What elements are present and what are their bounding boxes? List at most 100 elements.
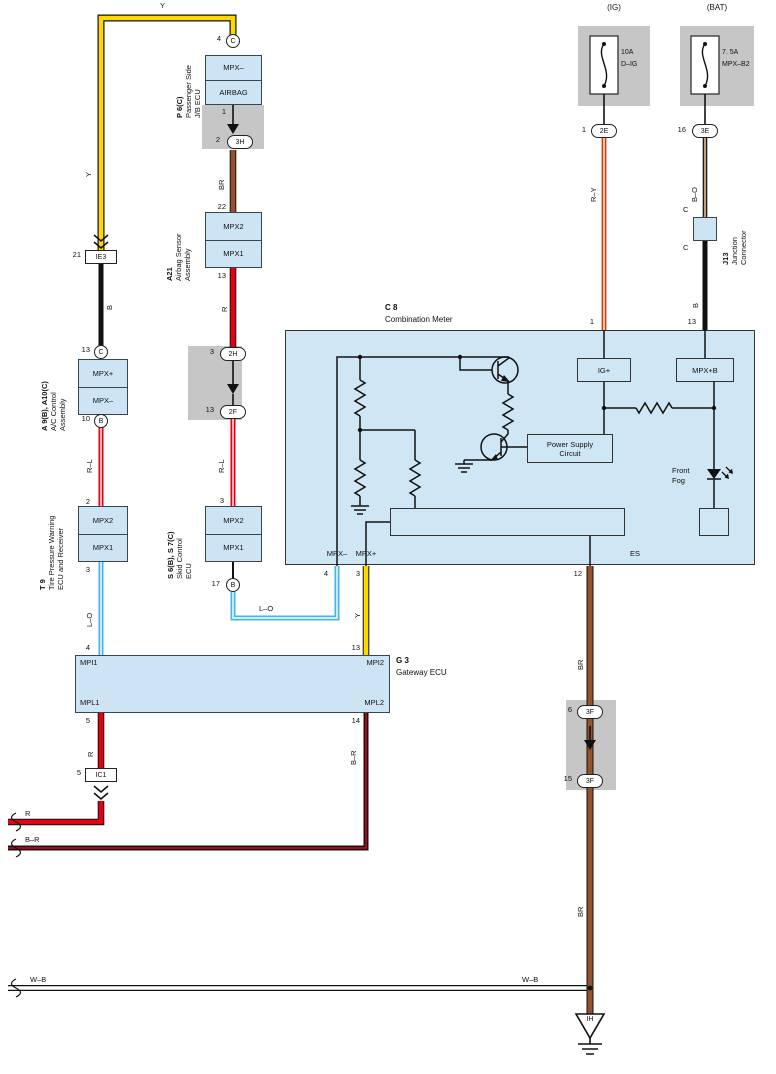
ih-ground-label: IH (586, 1016, 594, 1023)
gateway-port-mpl1: MPL1 (80, 698, 100, 707)
connector-b-skid: B (226, 578, 240, 592)
wire-label-rl-srs: R–L (217, 459, 226, 473)
c8-q1-arrowhead (501, 375, 510, 382)
pin-3h: 2 (215, 135, 220, 144)
c8-led-icon (707, 469, 721, 479)
p6-port-airbag: AIRBAG (206, 79, 261, 105)
j13-name1: Junction (730, 237, 739, 265)
wire-y (98, 15, 236, 250)
bat-fuse-element-icon (701, 43, 709, 87)
c8-res3-icon (408, 459, 422, 497)
p6-arrow-icon (227, 124, 239, 134)
ig-fuse-terminal-top (602, 42, 606, 46)
c8-q2-arrowhead (490, 454, 498, 461)
wire-label-y-top: Y (160, 1, 166, 10)
meter-bus-box (390, 508, 625, 536)
ih-ground-bars-icon (578, 1043, 602, 1055)
pin-meter-ig: 1 (589, 317, 594, 326)
ic1-chevron-icon (93, 785, 109, 801)
wire-label-bo: B–O (690, 186, 699, 202)
connector-3e: 3E (692, 124, 718, 138)
p6-code: P 6(C) (175, 96, 184, 118)
t9-port-mpx1: MPX1 (79, 533, 127, 562)
pin-meter-mpx-minus: 4 (323, 569, 328, 578)
pin-skid-bottom: 17 (211, 579, 220, 588)
j13-junction-connector-block (693, 217, 717, 241)
c8-mpx-minus-rail (336, 356, 509, 566)
wire-label-br-srs: BR (217, 179, 226, 190)
wire-label-br-bottom: B–R (25, 835, 40, 844)
pin-p6-top: 4 (216, 34, 221, 43)
skid-port-mpx1: MPX1 (206, 533, 261, 562)
wire-label-wb-left: W–B (30, 975, 47, 984)
wire-label-b-j13: B (691, 302, 700, 308)
pin-2f: 13 (205, 405, 214, 414)
pin-ic1: 5 (76, 768, 81, 777)
wire-lo-skid-stripe (232, 566, 338, 619)
pin-t9-bottom: 3 (85, 565, 90, 574)
p6-label: P 6(C) Passenger Side J/B ECU (175, 65, 202, 118)
wire-label-ry: R–Y (589, 187, 598, 202)
connector-3h: 3H (227, 135, 253, 149)
pin-gateway-mpl1: 5 (85, 716, 90, 725)
skid-code: S 6(B), S 7(C) (166, 531, 175, 579)
squiggle-br-icon (10, 838, 22, 858)
c8-res4-icon (501, 393, 515, 431)
wire-label-r-gw: R (86, 751, 95, 757)
wire-label-lo-skid: L–O (259, 604, 274, 613)
t9-name1: Tire Pressure Warning (47, 515, 56, 590)
pin-meter-b: 13 (687, 317, 696, 326)
p6-name2: J/B ECU (193, 89, 202, 118)
ig-fuse-element-icon (600, 43, 608, 87)
a21-airbag-sensor-block: MPX2 MPX1 (205, 212, 262, 268)
c8-res4-q2-lead (500, 430, 509, 443)
meter-port-mpx-minus: MPX– (326, 549, 348, 558)
ac-label: A 9(B), A10(C) A/C Control Assembly (40, 381, 67, 431)
pin-t9-top: 2 (85, 497, 90, 506)
a21-code: A21 (165, 267, 174, 281)
junction-dot-5 (711, 405, 717, 411)
j13-label: J13 Junction Connector (721, 230, 748, 265)
wire-label-rl-left: R–L (85, 459, 94, 473)
pin-ac-top: 13 (81, 345, 90, 354)
wire-label-y-meter: Y (353, 612, 362, 618)
wire-label-lo-left: L–O (85, 612, 94, 627)
bat-fuse-rating: 7. 5A (722, 49, 739, 56)
connector-c-p6: C (226, 34, 240, 48)
connector-ie3: IE3 (85, 250, 117, 264)
c8-gnd2-icon (455, 463, 473, 473)
squiggle-r-icon (10, 812, 22, 832)
connector-2e: 2E (591, 124, 617, 138)
a21-port-mpx2: MPX2 (223, 221, 244, 231)
connector-2f: 2F (220, 405, 246, 419)
ac-name1: A/C Control (49, 392, 58, 431)
a21-label: A21 Airbag Sensor Assembly (165, 233, 192, 281)
ih-ground-triangle-icon (574, 1013, 606, 1040)
pin-a21-bottom: 13 (217, 271, 226, 280)
meter-power-supply-text: Power Supply Circuit (547, 440, 593, 458)
c8-res1-icon (353, 379, 367, 417)
a21-name1: Airbag Sensor (174, 233, 183, 281)
meter-psc-line1: Power Supply (546, 439, 594, 449)
meter-small-box (699, 508, 729, 536)
wire-label-y-side: Y (84, 171, 93, 177)
meter-power-supply-box: Power Supply Circuit (527, 434, 613, 463)
a21-port-mpx1: MPX1 (206, 239, 261, 268)
gateway-port-mpi1: MPI1 (80, 658, 98, 667)
pin-meter-es: 12 (573, 569, 582, 578)
pin-gateway-mpi1: 4 (85, 643, 90, 652)
c8-led-arrowhead2 (728, 468, 733, 474)
junction-dot-wb (587, 985, 593, 991)
ac-control-block: MPX+ MPX– (78, 359, 128, 415)
ig-heading: (IG) (607, 3, 621, 12)
t9-port-mpx2: MPX2 (92, 515, 114, 525)
wire-label-wb-right: W–B (522, 975, 539, 984)
bat-fuse-terminal-top (703, 42, 707, 46)
ig-fuse-name: D–IG (621, 61, 638, 68)
wire-br-gw (8, 713, 369, 851)
wire-label-r-bottom: R (25, 809, 31, 818)
j13-name2: Connector (739, 230, 748, 265)
skid-port-mpx2: MPX2 (223, 515, 244, 525)
pin-3f-bottom: 15 (563, 774, 572, 783)
j13-conn-c-top: C (683, 205, 689, 214)
